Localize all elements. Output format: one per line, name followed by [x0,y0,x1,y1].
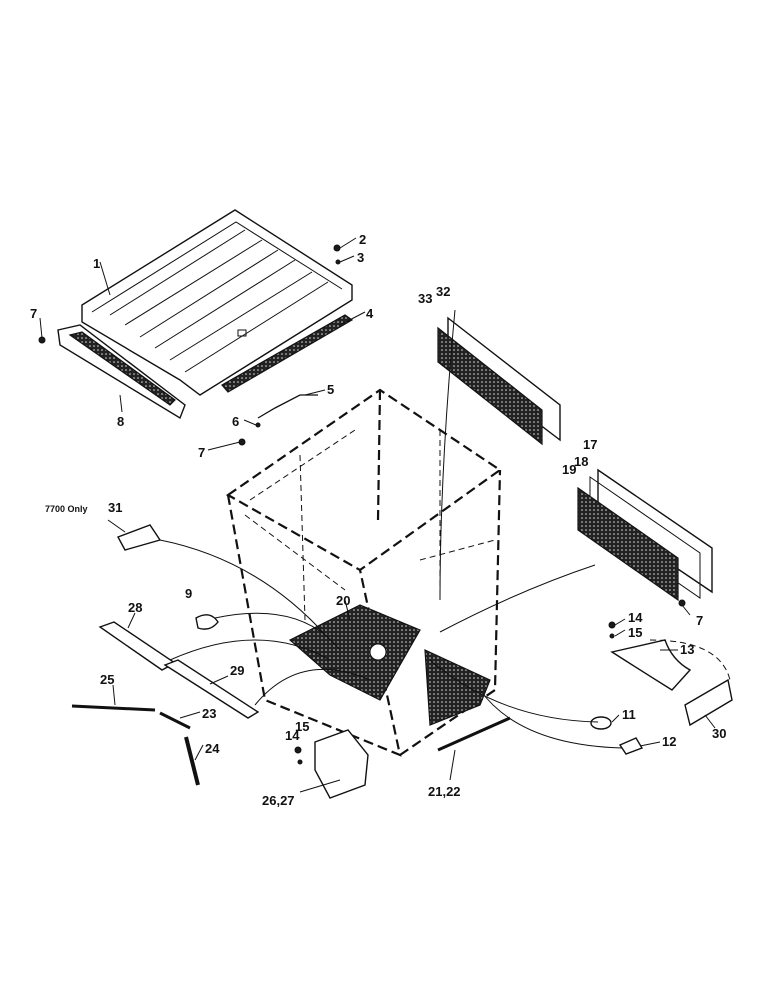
label-21-22: 21,22 [428,784,461,799]
label-17: 17 [583,437,597,452]
label-32: 32 [436,284,450,299]
label-7b: 7 [198,445,205,460]
label-13: 13 [680,642,694,657]
roof-panel [81,209,353,396]
label-15b: 15 [295,719,309,734]
label-4: 4 [366,306,374,321]
label-9: 9 [185,586,192,601]
label-23: 23 [202,706,216,721]
rear-grille-strip [221,314,354,393]
label-12: 12 [662,734,676,749]
callout-labels: 1 2 3 4 5 6 7 7 7 8 9 11 12 13 14 14 15 … [30,232,726,808]
washer-3 [335,259,341,265]
rear-screen-frame [597,468,713,594]
pad-9 [195,614,219,630]
label-1: 1 [93,256,100,271]
strip-24 [184,736,200,786]
strip-21-22 [437,716,511,752]
bolt-2 [333,244,341,252]
plate-31 [117,524,162,551]
rear-screen-mesh [577,486,679,602]
bolt-7c [678,599,686,607]
label-14a: 14 [628,610,643,625]
label-3: 3 [357,250,364,265]
label-33: 33 [418,291,432,306]
label-7a: 7 [30,306,37,321]
bolt-14a [608,621,616,629]
label-24: 24 [205,741,220,756]
side-screen-mesh [437,326,543,446]
trim-28 [98,621,177,671]
panel-26-27 [314,729,369,799]
bracket-13 [610,639,692,691]
label-29: 29 [230,663,244,678]
bracket [257,394,318,419]
label-5: 5 [327,382,334,397]
washer-15a [609,633,615,639]
label-20: 20 [336,593,350,608]
label-15a: 15 [628,625,642,640]
label-7c: 7 [696,613,703,628]
pad-11 [590,716,612,730]
label-18: 18 [574,454,588,469]
washer-15b [297,759,303,765]
label-19: 19 [562,462,576,477]
strip-25 [71,704,156,712]
leader-lines [39,237,716,793]
label-25: 25 [100,672,114,687]
label-8: 8 [117,414,124,429]
label-2: 2 [359,232,366,247]
label-11: 11 [622,707,636,722]
label-14b: 14 [285,728,300,743]
label-26-27: 26,27 [262,793,295,808]
trim-29 [163,659,260,719]
floor-plate [288,604,421,701]
label-28: 28 [128,600,142,615]
bolt-14b [294,746,302,754]
label-6: 6 [232,414,239,429]
label-31: 31 [108,500,122,515]
strip-23 [159,711,191,730]
front-visor-grille [68,331,176,406]
box-30 [684,678,733,727]
pad-12 [618,737,644,755]
label-30: 30 [712,726,726,741]
note-7700-only: 7700 Only [45,504,88,514]
floor-mat [424,649,491,726]
washer-6 [255,422,261,428]
